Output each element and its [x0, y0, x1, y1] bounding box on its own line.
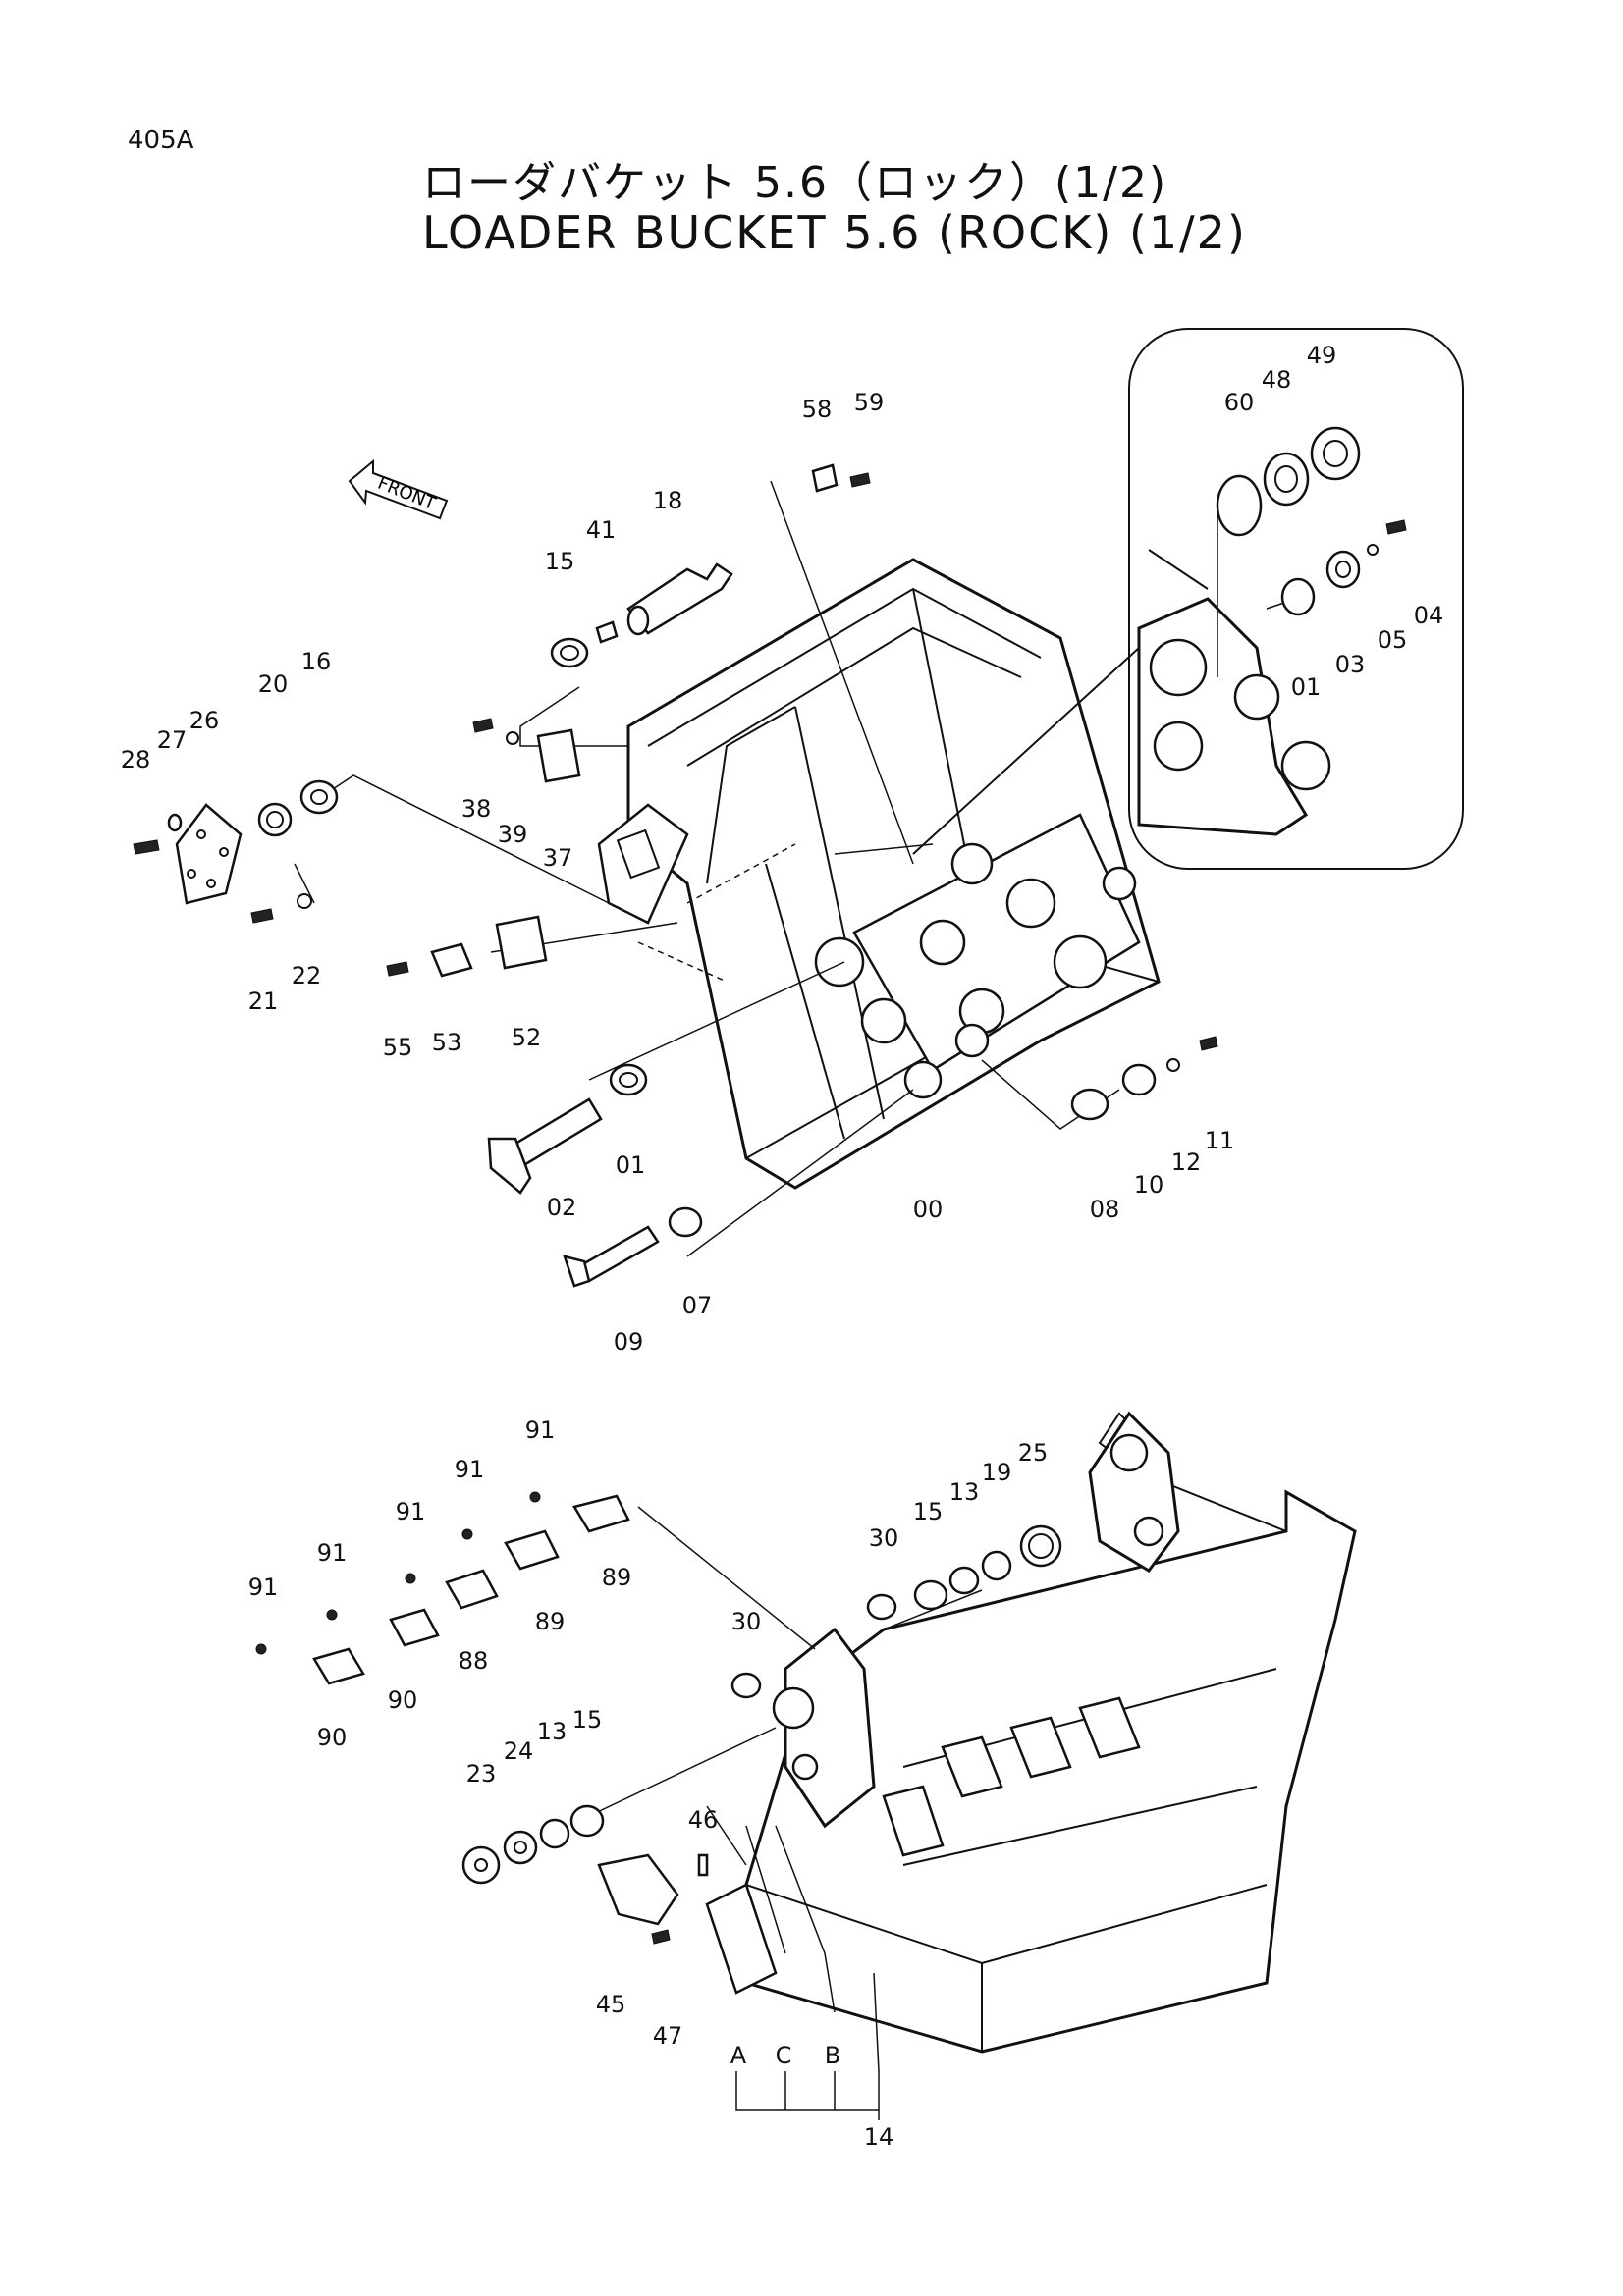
part-number: 15 [913, 1498, 944, 1525]
part-number: 21 [248, 988, 279, 1015]
part-number: 91 [455, 1456, 485, 1483]
part-number: 23 [466, 1760, 497, 1788]
part-number: 47 [653, 2022, 683, 2050]
part-number: 01 [616, 1151, 646, 1179]
part-number: 88 [459, 1647, 489, 1675]
front-arrow-label: FRONT [375, 473, 440, 515]
part-number: 10 [1134, 1171, 1164, 1199]
part-number: 01 [1291, 673, 1322, 701]
inset-part-labels: 60 48 49 04 05 03 01 [1224, 342, 1444, 701]
part-variant-label: B [825, 2042, 840, 2069]
part-number: 48 [1262, 366, 1292, 394]
part-number: 58 [802, 396, 833, 423]
title-english: LOADER BUCKET 5.6 (ROCK) (1/2) [422, 206, 1247, 259]
part-number: 09 [614, 1328, 644, 1356]
part-number: 46 [688, 1806, 719, 1834]
part-number: 91 [525, 1416, 556, 1444]
part-number: 41 [586, 516, 617, 544]
part-variant-label: A [730, 2042, 747, 2069]
part-number: 27 [157, 726, 188, 754]
part-number: 16 [301, 648, 332, 675]
part-number: 59 [854, 389, 885, 416]
part-number: 20 [258, 670, 289, 698]
page-id: 405A [128, 126, 194, 155]
part-number: 26 [189, 707, 220, 734]
part-number: 19 [982, 1459, 1012, 1486]
part-number: 90 [388, 1686, 418, 1714]
upper-parts [133, 463, 1218, 1288]
part-number: 15 [572, 1706, 603, 1734]
part-number: 11 [1205, 1127, 1235, 1154]
part-number: 30 [869, 1524, 899, 1552]
part-number: 38 [461, 795, 492, 823]
part-number: 60 [1224, 389, 1255, 416]
lower-leader-lines [588, 1506, 983, 2120]
part-number: 00 [913, 1196, 944, 1223]
part-number: 37 [543, 844, 573, 872]
part-number: 28 [121, 746, 151, 774]
upper-part-labels: 58 59 18 41 15 16 20 27 26 28 38 39 37 2… [121, 389, 1235, 1356]
part-number: 12 [1171, 1148, 1202, 1176]
part-number: 91 [396, 1498, 426, 1525]
lower-parts [255, 1491, 1062, 1945]
part-number: 30 [731, 1608, 762, 1635]
part-number: 25 [1018, 1439, 1049, 1467]
part-number: 55 [383, 1034, 413, 1061]
title-japanese: ローダバケット 5.6（ロック）(1/2) [422, 158, 1168, 208]
part-number: 52 [512, 1024, 542, 1051]
part-number: 89 [535, 1608, 566, 1635]
part-number: 05 [1378, 626, 1408, 654]
part-number: 15 [545, 548, 575, 575]
part-number: 24 [504, 1737, 534, 1765]
lower-part-labels: 91 91 91 91 91 89 89 88 90 90 30 30 15 1… [248, 1416, 1049, 2151]
part-number: 45 [596, 1991, 626, 2018]
part-number: 13 [537, 1718, 568, 1745]
part-number: 91 [248, 1574, 279, 1601]
part-number: 02 [547, 1194, 577, 1221]
part-number: 13 [949, 1478, 980, 1506]
part-number: 03 [1335, 651, 1366, 678]
part-variant-label: C [776, 2042, 792, 2069]
part-number: 14 [864, 2123, 894, 2151]
part-number: 04 [1414, 602, 1444, 629]
part-number: 08 [1090, 1196, 1120, 1223]
detail-inset [912, 328, 1464, 870]
bucket-frame-drawing [597, 558, 1161, 1190]
part-number: 90 [317, 1724, 348, 1751]
part-number: 89 [602, 1564, 632, 1591]
part-number: 49 [1307, 342, 1337, 369]
part-number: 18 [653, 487, 683, 514]
front-arrow-icon: FRONT [348, 458, 449, 520]
part-number: 07 [682, 1292, 713, 1319]
part-number: 22 [292, 962, 322, 989]
part-number: 53 [432, 1029, 462, 1056]
part-number: 91 [317, 1539, 348, 1567]
bucket-drawing [705, 1411, 1357, 2054]
part-number: 39 [498, 821, 528, 848]
